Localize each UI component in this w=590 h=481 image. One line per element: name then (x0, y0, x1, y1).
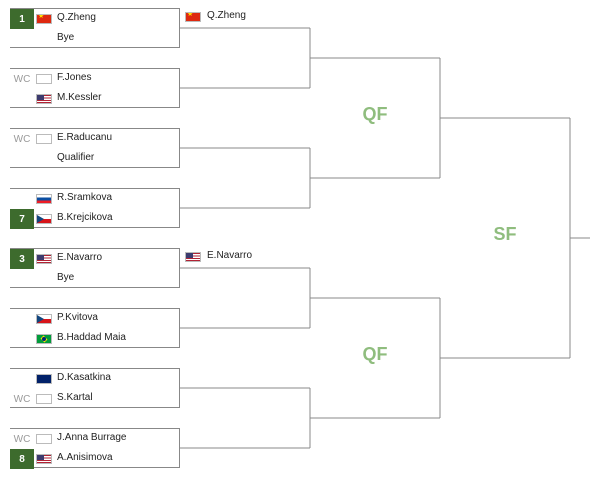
player-name[interactable]: R.Sramkova (57, 192, 113, 203)
flag-us-icon (36, 254, 52, 264)
wildcard-label: WC (13, 73, 31, 85)
player-name[interactable]: B.Krejcikova (57, 212, 113, 223)
match-8: WC J.Anna Burrage 8 A.Anisimova (10, 428, 180, 469)
player-row[interactable]: B.Haddad Maia (10, 329, 180, 349)
player-name[interactable]: F.Jones (57, 72, 92, 83)
flag-us-icon (185, 252, 201, 262)
wildcard-label: WC (13, 393, 31, 405)
flag-cz-icon (36, 314, 52, 324)
seed-badge: 8 (10, 449, 34, 469)
flag-gb-icon (36, 74, 52, 84)
player-row[interactable]: 7 B.Krejcikova (10, 209, 180, 229)
round-label-qf-top: QF (362, 104, 388, 124)
match-4: R.Sramkova 7 B.Krejcikova (10, 188, 180, 229)
player-name[interactable]: D.Kasatkina (57, 372, 111, 383)
player-name[interactable]: Qualifier (57, 152, 95, 163)
seed-badge: 3 (10, 249, 34, 269)
flag-cz-icon (36, 214, 52, 224)
player-name[interactable]: Bye (57, 272, 75, 283)
player-name[interactable]: E.Raducanu (57, 132, 113, 143)
player-row[interactable]: WC E.Raducanu (10, 129, 180, 149)
player-name[interactable]: P.Kvitova (57, 312, 98, 323)
player-row[interactable]: 1 Q.Zheng (10, 9, 180, 29)
player-name[interactable]: B.Haddad Maia (57, 332, 126, 343)
round-label-qf-bottom: QF (362, 344, 388, 364)
seed-badge: 7 (10, 209, 34, 229)
flag-sk-icon (36, 194, 52, 204)
player-name[interactable]: J.Anna Burrage (57, 432, 127, 443)
seed-badge: 1 (10, 9, 34, 29)
player-name[interactable]: M.Kessler (57, 92, 102, 103)
flag-br-icon (36, 334, 52, 344)
player-name[interactable]: A.Anisimova (57, 452, 113, 463)
flag-cn-icon (185, 12, 201, 22)
player-name[interactable]: E.Navarro (57, 252, 103, 263)
advanced-player[interactable]: E.Navarro (185, 247, 305, 267)
flag-gb-icon (36, 394, 52, 404)
player-row[interactable]: 8 A.Anisimova (10, 449, 180, 469)
player-row[interactable]: M.Kessler (10, 89, 180, 109)
wildcard-label: WC (13, 133, 31, 145)
flag-us-icon (36, 454, 52, 464)
player-row[interactable]: Bye (10, 29, 180, 49)
flag-gb-icon (36, 134, 52, 144)
player-row[interactable]: 3 E.Navarro (10, 249, 180, 269)
flag-gb-icon (36, 434, 52, 444)
player-row[interactable]: WC J.Anna Burrage (10, 429, 180, 449)
player-name[interactable]: S.Kartal (57, 392, 93, 403)
player-row[interactable]: WC S.Kartal (10, 389, 180, 409)
wildcard-label: WC (13, 433, 31, 445)
flag-cn-icon (36, 14, 52, 24)
player-row[interactable]: D.Kasatkina (10, 369, 180, 389)
advanced-player[interactable]: Q.Zheng (185, 7, 305, 27)
player-name[interactable]: Q.Zheng (57, 12, 96, 23)
flag-au-icon (36, 374, 52, 384)
player-row[interactable]: P.Kvitova (10, 309, 180, 329)
player-name[interactable]: Bye (57, 32, 75, 43)
flag-us-icon (36, 94, 52, 104)
advanced-player-name[interactable]: Q.Zheng (207, 10, 246, 21)
player-row[interactable]: WC F.Jones (10, 69, 180, 89)
player-row[interactable]: R.Sramkova (10, 189, 180, 209)
player-row[interactable]: Bye (10, 269, 180, 289)
round-label-sf: SF (493, 224, 517, 244)
player-row[interactable]: Qualifier (10, 149, 180, 169)
advanced-player-name[interactable]: E.Navarro (207, 250, 253, 261)
